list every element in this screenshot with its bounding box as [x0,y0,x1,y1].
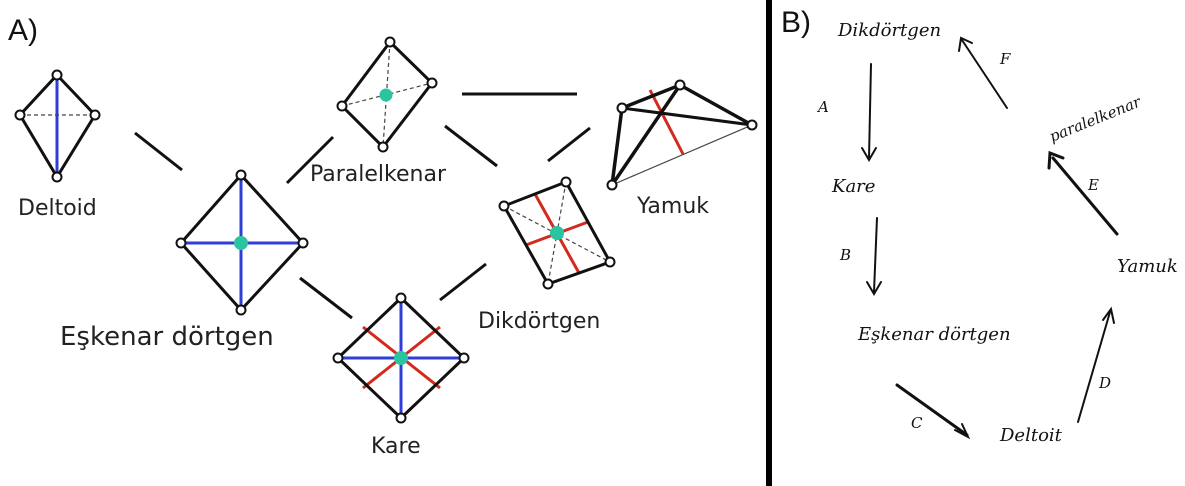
panel-a-connectors [134,92,591,320]
arrow-b-head [866,281,882,296]
node-eskenar: Eşkenar dörtgen [857,324,1011,345]
dikdortgen-shape: Dikdörtgen [478,176,616,334]
deltoid-vertex [14,109,26,121]
eskenar-dortgen-shape: Eşkenar dörtgen [60,169,309,352]
panel-a: A) Deltoid [8,14,758,459]
eskenar-vertex [297,237,309,249]
kare-shape: Kare [332,292,470,459]
node-yamuk: Yamuk [1117,256,1178,277]
yamuk-outline [610,83,753,186]
dikdortgen-label: Dikdörtgen [478,309,600,334]
arrow-d-line [1077,311,1111,423]
arrow-d-head [1102,306,1115,324]
arrow-a-head [861,147,877,162]
yamuk-vertex [606,179,618,191]
node-dikdortgen: Dikdörtgen [837,20,941,41]
yamuk-red-line [648,89,685,155]
connector-kare-dikdortgen [439,262,487,302]
eskenar-vertex [175,237,187,249]
arrow-c-line [895,383,969,437]
paralelkenar-label: Paralelkenar [310,162,447,187]
dikdortgen-vertex [498,200,510,212]
paralelkenar-shape: Paralelkenar [310,36,447,187]
dikdortgen-vertex [542,278,554,290]
deltoid-shape: Deltoid [14,69,101,221]
paralelkenar-vertex [426,77,438,89]
node-kare: Kare [831,176,875,197]
deltoid-vertex [51,69,63,81]
kare-vertex [332,352,344,364]
arrow-f-head [958,36,973,52]
deltoid-label: Deltoid [18,196,97,221]
kare-vertex [395,412,407,424]
deltoid-vertex [51,171,63,183]
arrow-label-e: E [1087,176,1099,194]
yamuk-thin-line [611,124,753,186]
yamuk-edge [621,106,753,127]
yamuk-shape: Yamuk [606,79,758,219]
paralelkenar-vertex [336,100,348,112]
arrow-e-head [1047,150,1065,170]
eskenar-vertex [235,304,247,316]
arrow-f-line [961,39,1008,109]
node-paralelkenar: paralelkenar [1047,92,1144,145]
panel-b-label: B) [781,6,811,39]
connector-eskenar-kare [299,276,353,320]
eskenar-center-dot [234,236,248,250]
arrow-a-line [868,63,872,159]
yamuk-vertex [674,79,686,91]
arrow-label-d: D [1098,374,1111,392]
node-deltoit: Deltoit [999,425,1063,446]
arrow-label-b: B [839,246,851,264]
arrow-e-line [1051,156,1119,236]
connector-eskenar-paralelkenar [285,135,335,185]
kare-center-dot [394,351,408,365]
dikdortgen-vertex [604,256,616,268]
panel-b: B) Dikdörtgen Kare Eşkenar dörtgen Delto… [781,6,1178,446]
arrow-c-head [954,423,971,440]
yamuk-edge [610,84,682,186]
arrow-b-line [873,217,878,293]
dikdortgen-vertex [560,176,572,188]
arrow-label-c: C [911,414,923,432]
panel-a-label: A) [8,14,38,47]
paralelkenar-vertex [377,141,389,153]
arrow-label-f: F [999,50,1011,68]
kare-vertex [395,292,407,304]
eskenar-label: Eşkenar dörtgen [60,322,274,352]
yamuk-label: Yamuk [636,194,709,219]
connector-deltoid-eskenar [134,131,183,172]
dikdortgen-center-dot [550,226,564,240]
connector-paralelkenar-dikdortgen [444,124,498,168]
kare-vertex [458,352,470,364]
paralelkenar-diagonal-dashed [341,82,433,107]
yamuk-vertex [616,102,628,114]
arrow-label-a: A [816,98,829,116]
kare-label: Kare [371,434,421,459]
paralelkenar-center-dot [379,88,393,102]
yamuk-vertex [746,119,758,131]
paralelkenar-vertex [384,36,396,48]
deltoid-vertex [89,109,101,121]
eskenar-vertex [235,169,247,181]
connector-dikdortgen-yamuk [547,126,591,163]
